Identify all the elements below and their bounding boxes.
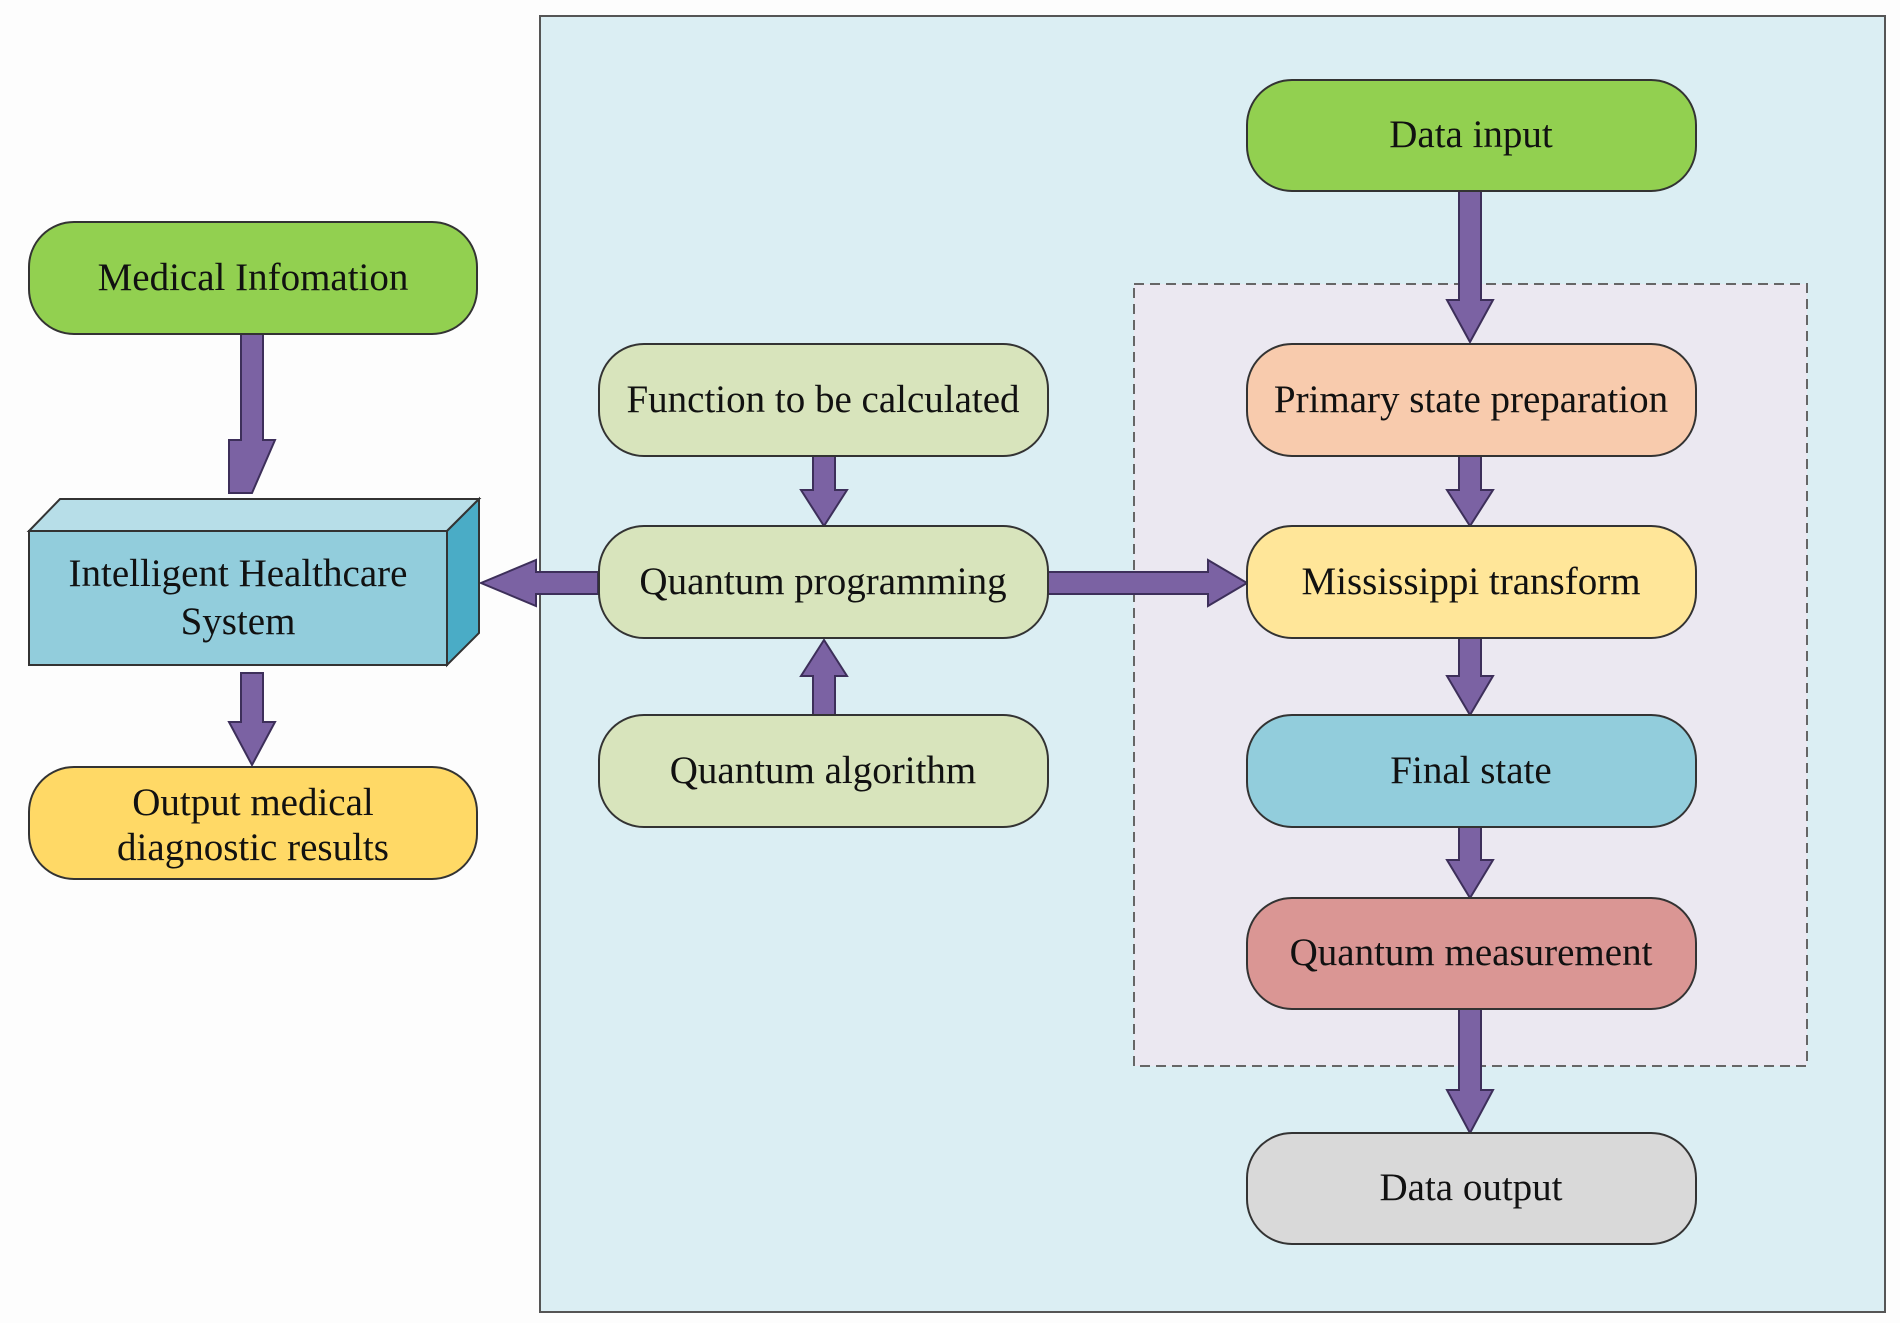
- healthcare-system-node: Intelligent Healthcare System: [26, 496, 482, 668]
- arrow-final-to-measurement: [1445, 826, 1495, 900]
- mississippi-transform-label: Mississippi transform: [1301, 560, 1640, 603]
- quantum-algorithm-node: Quantum algorithm: [598, 714, 1049, 828]
- final-state-label: Final state: [1390, 749, 1551, 792]
- function-to-calculate-node: Function to be calculated: [598, 343, 1049, 457]
- arrow-algorithm-to-programming: [799, 638, 849, 716]
- medical-information-label: Medical Infomation: [98, 256, 409, 299]
- final-state-node: Final state: [1246, 714, 1697, 828]
- primary-state-preparation-label: Primary state preparation: [1274, 378, 1668, 421]
- arrow-programming-to-transform: [1046, 558, 1249, 608]
- arrow-measurement-to-output: [1445, 1008, 1495, 1136]
- arrow-programming-to-system: [478, 558, 599, 608]
- arrow-system-to-output: [227, 672, 277, 768]
- primary-state-preparation-node: Primary state preparation: [1246, 343, 1697, 457]
- data-output-node: Data output: [1246, 1132, 1697, 1245]
- arrow-transform-to-final: [1445, 637, 1495, 717]
- arrow-preparation-to-transform: [1445, 455, 1495, 528]
- quantum-measurement-node: Quantum measurement: [1246, 897, 1697, 1010]
- quantum-programming-label: Quantum programming: [639, 560, 1006, 603]
- quantum-programming-node: Quantum programming: [598, 525, 1049, 639]
- output-results-label-line1: Output medical: [132, 781, 374, 824]
- mississippi-transform-node: Mississippi transform: [1246, 525, 1697, 639]
- output-results-node: Output medical diagnostic results: [28, 766, 478, 880]
- healthcare-system-label-line2: System: [181, 600, 296, 643]
- data-input-label: Data input: [1389, 113, 1553, 156]
- quantum-measurement-label: Quantum measurement: [1290, 931, 1653, 974]
- medical-information-node: Medical Infomation: [28, 221, 478, 335]
- arrow-input-to-preparation: [1445, 190, 1495, 345]
- data-input-node: Data input: [1246, 79, 1697, 192]
- arrow-medical-to-system: [228, 333, 277, 494]
- arrow-function-to-programming: [799, 455, 849, 528]
- function-to-calculate-label: Function to be calculated: [626, 378, 1020, 421]
- healthcare-system-label-line1: Intelligent Healthcare: [69, 552, 408, 595]
- quantum-algorithm-label: Quantum algorithm: [670, 749, 977, 792]
- output-results-label-line2: diagnostic results: [117, 826, 389, 869]
- data-output-label: Data output: [1379, 1166, 1562, 1209]
